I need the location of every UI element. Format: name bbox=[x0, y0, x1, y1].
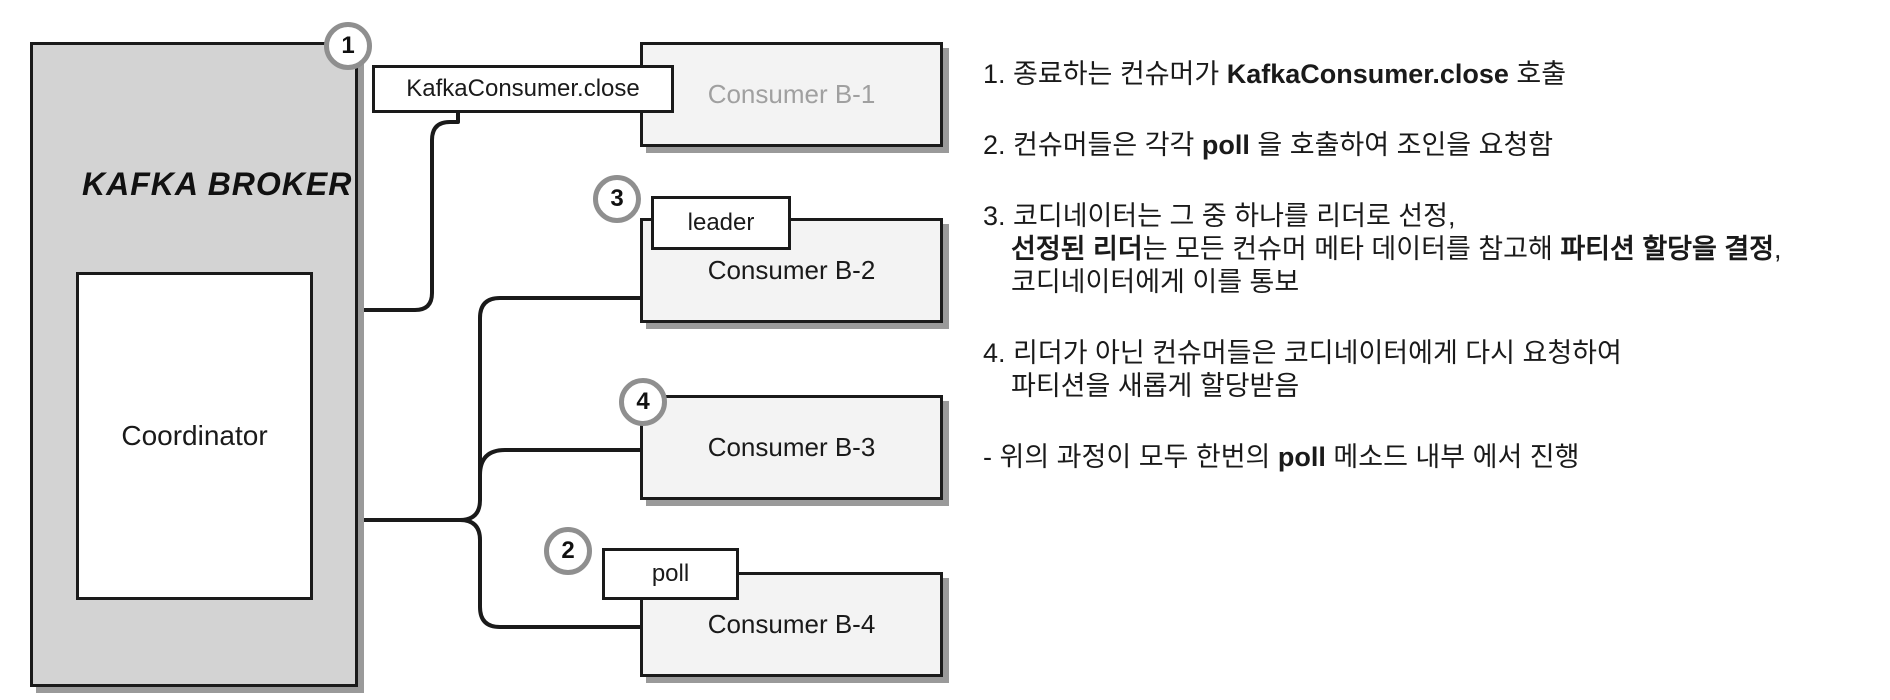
note-4-line1: 4. 리더가 아닌 컨슈머들은 코디네이터에게 다시 요청하여 bbox=[983, 338, 1622, 368]
note-3-line3: 코디네이터에게 이를 통보 bbox=[1011, 267, 1300, 297]
note-2-emph: poll bbox=[1201, 130, 1250, 160]
step-badge-2: 2 bbox=[544, 527, 592, 575]
note-5: - 위의 과정이 모두 한번의 poll 메소드 내부 에서 진행 bbox=[983, 441, 1883, 474]
note-1-text: 1. 종료하는 컨슈머가 bbox=[983, 59, 1227, 89]
close-request-arrow bbox=[314, 113, 460, 315]
note-2-text: 2. 컨슈머들은 각각 bbox=[983, 130, 1202, 160]
consumer-b1: Consumer B-1 bbox=[640, 42, 943, 147]
consumer-b3: Consumer B-3 bbox=[640, 395, 943, 500]
poll-tag: poll bbox=[602, 548, 739, 600]
note-3-line1: 3. 코디네이터는 그 중 하나를 리더로 선정, bbox=[983, 201, 1456, 231]
note-1: 1. 종료하는 컨슈머가 KafkaConsumer.close 호출 bbox=[983, 58, 1883, 91]
note-3-line2: 선정된 리더는 모든 컨슈머 메타 데이터를 참고해 파티션 할당을 결정, bbox=[983, 233, 1883, 266]
leader-tag: leader bbox=[651, 196, 791, 250]
join-line-b3 bbox=[478, 448, 640, 476]
note-2: 2. 컨슈머들은 각각 poll 을 호출하여 조인을 요청함 bbox=[983, 129, 1883, 162]
close-call-tag: KafkaConsumer.close bbox=[372, 65, 674, 113]
note-5-text: - 위의 과정이 모두 한번의 bbox=[983, 442, 1278, 472]
note-4-line2: 파티션을 새롭게 할당받음 bbox=[1011, 371, 1300, 401]
coordinator-box: Coordinator bbox=[76, 272, 313, 600]
join-request-arrow bbox=[314, 296, 640, 525]
note-1-emph: KafkaConsumer.close bbox=[1226, 59, 1509, 89]
process-notes: 1. 종료하는 컨슈머가 KafkaConsumer.close 호출 2. 컨… bbox=[983, 58, 1883, 512]
note-2-suffix: 을 호출하여 조인을 요청함 bbox=[1249, 130, 1554, 160]
note-1-suffix: 호출 bbox=[1508, 59, 1567, 89]
note-5-suffix: 메소드 내부 에서 진행 bbox=[1325, 442, 1580, 472]
note-3-bold-leader: 선정된 리더 bbox=[1011, 234, 1143, 264]
kafka-broker-title: KAFKA BROKER bbox=[82, 166, 353, 202]
step-badge-3: 3 bbox=[593, 175, 641, 223]
join-line-b4 bbox=[459, 518, 640, 629]
step-badge-4: 4 bbox=[619, 378, 667, 426]
note-5-emph: poll bbox=[1277, 442, 1326, 472]
note-3-mid: 는 모든 컨슈머 메타 데이터를 참고해 bbox=[1142, 234, 1561, 264]
consumer-b4: Consumer B-4 bbox=[640, 572, 943, 677]
note-3: 3. 코디네이터는 그 중 하나를 리더로 선정, 선정된 리더는 모든 컨슈머… bbox=[983, 200, 1883, 299]
step-badge-1: 1 bbox=[324, 22, 372, 70]
note-3-end: , bbox=[1774, 234, 1782, 264]
note-3-bold-assign: 파티션 할당을 결정 bbox=[1560, 234, 1775, 264]
note-4: 4. 리더가 아닌 컨슈머들은 코디네이터에게 다시 요청하여 파티션을 새롭게… bbox=[983, 337, 1883, 403]
